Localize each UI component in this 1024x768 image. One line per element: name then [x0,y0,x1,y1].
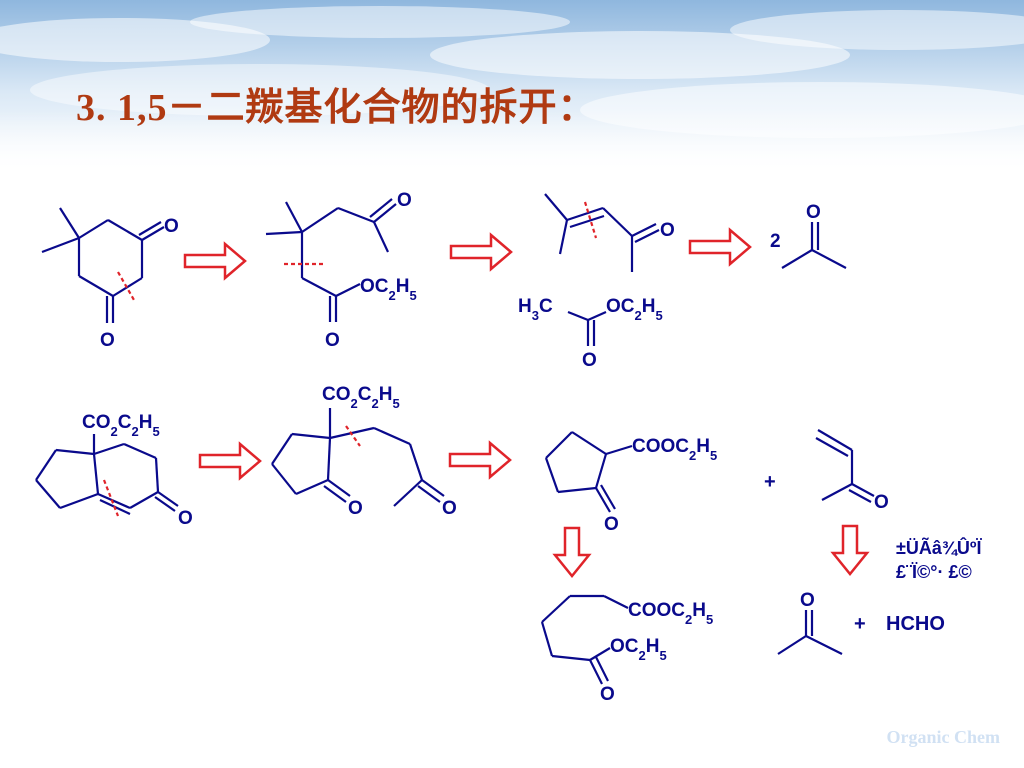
footer-watermark: Organic Chem [886,727,1000,747]
bicyclic-o: O [178,508,193,529]
cyclopentanone-o-2: O [442,498,457,519]
diester-group: COOC2H5 [628,600,713,627]
plus-sign-2: + [854,613,866,635]
acetone-o-2: O [800,590,815,611]
arrow-down-2 [831,524,869,576]
cyclopentanone-o-1: O [348,498,363,519]
bicyclic-enone-structure [35,434,179,517]
dimedone-o-top: O [164,216,179,237]
keto-ester-ring-group: COOC2H5 [632,436,717,463]
garbled-label-line-1: ±ÜÃâ¾ÛºÏ [896,537,982,558]
formaldehyde: HCHO [886,613,945,635]
arrow-right-4 [198,442,262,480]
acetone-o-1: O [806,202,821,223]
keto-ester-o-top: O [397,190,412,211]
diester-o: O [600,684,615,705]
diester-oet: OC2H5 [610,636,667,663]
ethyl-acetate-structure [567,310,607,346]
keto-ester-o-bottom: O [325,330,340,351]
ethyl-acetate-oet: OC2H5 [606,296,663,323]
slide-title: 3. 1,5－二羰基化合物的拆开： [76,87,597,129]
methyl-vinyl-ketone-o: O [874,492,889,513]
ethyl-acetate-h3c: H3C [518,296,553,323]
methyl-vinyl-ketone-structure [815,429,875,503]
arrow-right-2 [449,233,513,271]
garbled-label-line-2: £¨Ï©°· £© [896,562,972,582]
ethyl-acetate-o: O [582,350,597,371]
mesityl-oxide-o: O [660,220,675,241]
arrow-right-3 [688,228,752,266]
arrow-right-1 [183,242,247,280]
cyclopentanone-ester: CO2C2H5 [322,384,400,411]
acetone-structure-1 [781,222,847,269]
acetone-coefficient: 2 [770,231,781,252]
diester-structure [540,594,629,685]
keto-ester-oet: OC2H5 [360,276,417,303]
keto-ester-structure [265,198,397,322]
acetone-structure-2 [777,610,843,655]
plus-sign-1: + [764,471,776,493]
keto-ester-ring-structure [544,431,633,513]
cyclopentanone-diketone-structure [271,408,445,507]
arrow-right-5 [448,441,512,479]
dimedone-structure [41,207,165,323]
arrow-down-1 [553,526,591,578]
mesityl-oxide-structure [544,193,660,272]
keto-ester-ring-o: O [604,514,619,535]
dimedone-o-bottom: O [100,330,115,351]
